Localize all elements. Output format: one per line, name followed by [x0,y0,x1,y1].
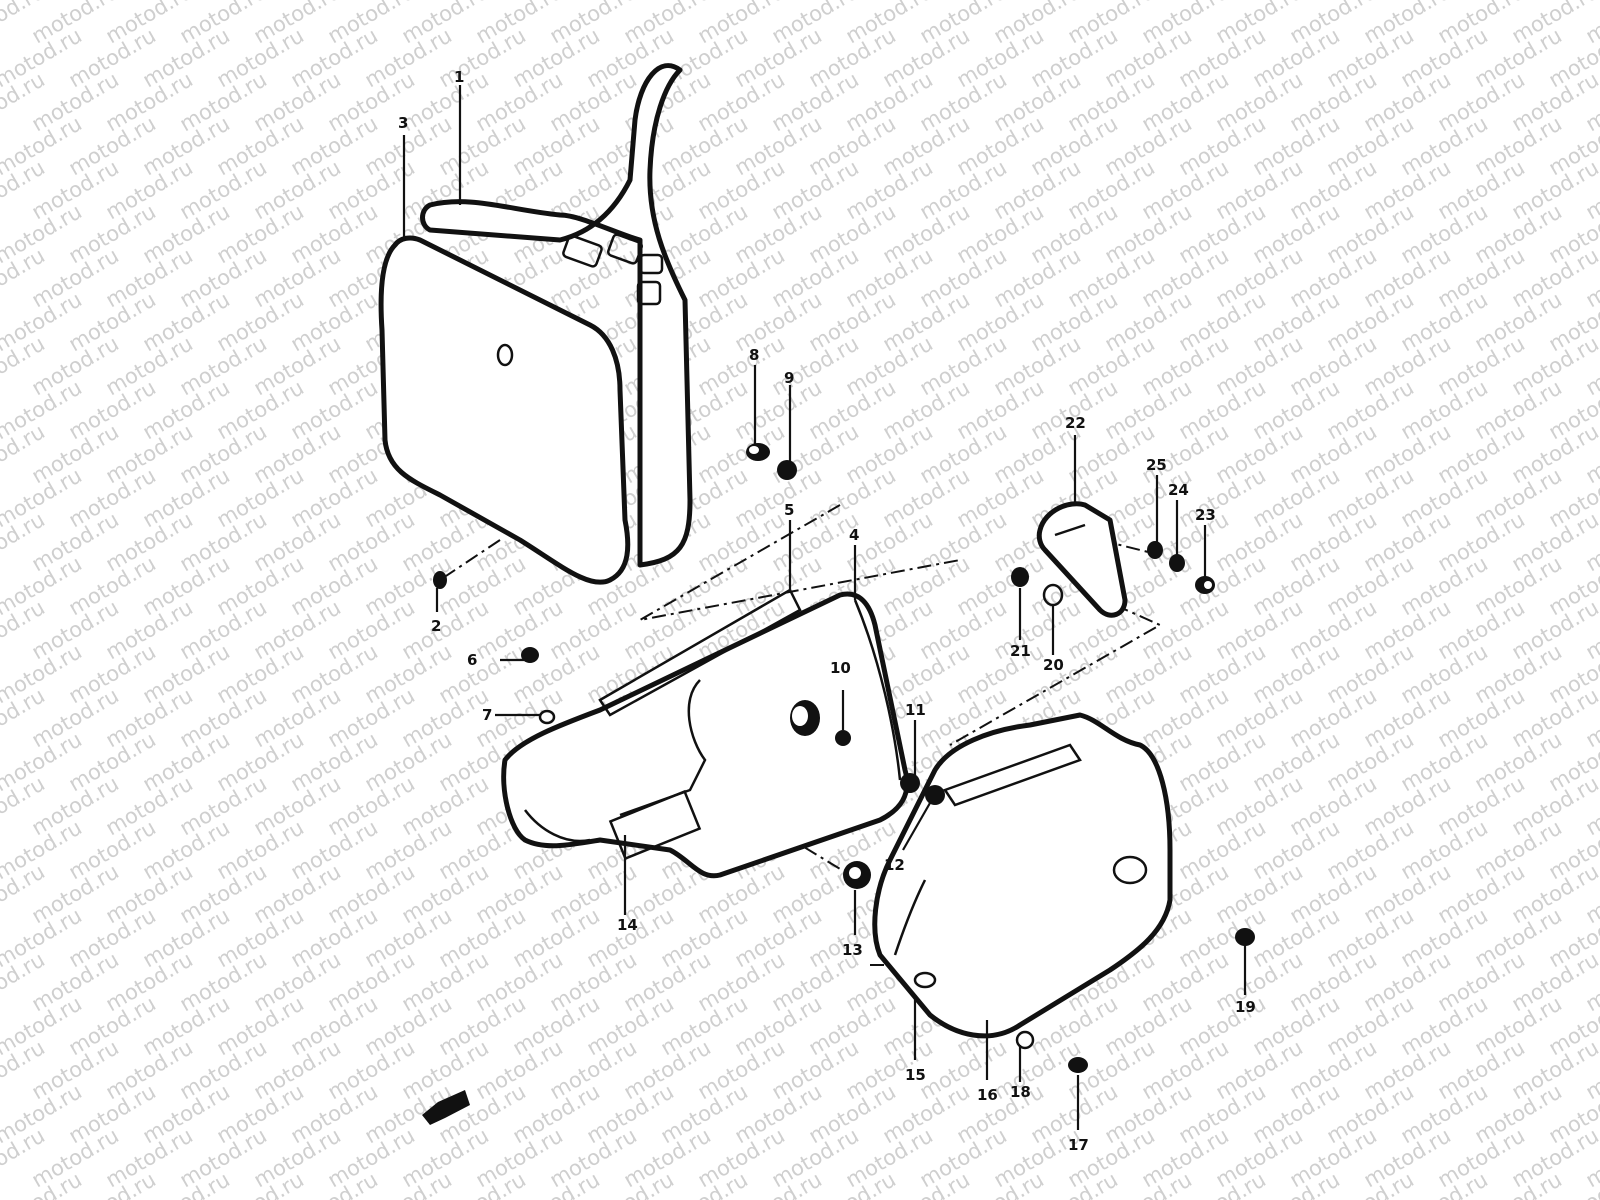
callout-21: 21 [1010,642,1031,660]
callout-22: 22 [1065,414,1086,432]
callout-20: 20 [1043,656,1064,674]
callout-24: 24 [1168,481,1189,499]
callout-11: 11 [905,701,926,719]
callout-13: 13 [842,941,863,959]
washer-20 [1042,583,1064,607]
bolt-25 [1147,541,1163,559]
bracket-22 [1036,501,1128,618]
washer-7 [538,709,556,725]
bolt-21 [1011,567,1029,587]
callout-23: 23 [1195,506,1216,524]
callout-6: 6 [467,651,477,669]
grommet-13 [843,861,871,889]
callout-12: 12 [884,856,905,874]
bolt-6 [500,647,539,663]
hardware [433,443,1255,1073]
washer-10 [835,730,851,746]
collar-23 [1195,576,1215,594]
callout-17: 17 [1068,1136,1089,1154]
callout-3: 3 [398,114,408,132]
bolt-2 [433,571,447,589]
callout-7: 7 [482,706,492,724]
callout-2: 2 [431,617,441,635]
callout-14: 14 [617,916,638,934]
callout-5: 5 [784,501,794,519]
callout-labels: 1 2 3 4 5 6 7 8 9 10 11 12 13 14 15 16 1… [398,68,1256,1154]
bolt-16 [1015,1030,1035,1050]
right-side-cover [872,712,1173,1039]
washer-24 [1169,554,1185,572]
nut-12 [925,785,945,805]
callout-10: 10 [830,659,851,677]
callout-1: 1 [454,68,464,86]
leader-lines [402,85,1247,1130]
air-cleaner-housing [378,63,693,585]
grommet-11 [900,773,920,793]
nut-9 [777,460,797,480]
callout-15: 15 [905,1066,926,1084]
bolt-19 [1235,928,1255,946]
callout-25: 25 [1146,456,1167,474]
cover-grommet-10 [790,700,820,736]
callout-9: 9 [784,369,794,387]
bolt-8 [746,443,770,461]
callout-4: 4 [849,526,859,544]
callout-8: 8 [749,346,759,364]
bolt-17 [1068,1057,1088,1073]
callout-19: 19 [1235,998,1256,1016]
callout-18: 18 [1010,1083,1031,1101]
callout-16: 16 [977,1086,998,1104]
left-side-cover [501,588,910,879]
front-arrow-icon [422,1090,470,1125]
